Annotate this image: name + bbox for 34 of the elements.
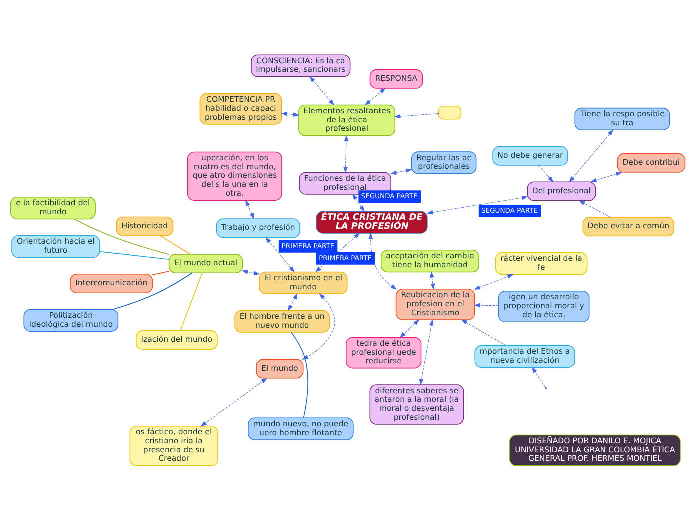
arrow [461, 319, 506, 346]
arrow [266, 236, 295, 272]
connector [160, 235, 191, 254]
arrow [364, 88, 386, 106]
arrow [288, 292, 298, 311]
connector [74, 218, 170, 255]
connector [291, 332, 308, 418]
arrow [419, 318, 434, 386]
node-box [438, 106, 462, 120]
arrow [344, 134, 349, 173]
arrow [430, 271, 436, 290]
node-box: ÉTICA CRISTIANA DE LA PROFESIÓN [316, 210, 428, 234]
arrow [352, 193, 365, 212]
arrow [302, 293, 336, 360]
arrow [426, 195, 528, 214]
arrow [590, 172, 622, 182]
arrow [474, 302, 500, 308]
arrow [538, 164, 554, 182]
connector [152, 270, 170, 275]
arrow [569, 129, 614, 182]
arrow [200, 378, 268, 426]
arrow [394, 112, 440, 118]
arrow [246, 199, 254, 220]
arrow [578, 200, 612, 218]
connector [180, 272, 203, 331]
connector [112, 272, 193, 310]
arrow [400, 319, 420, 338]
arrow [474, 274, 514, 290]
arrow [390, 168, 412, 175]
arrow [310, 76, 335, 106]
connector [100, 250, 170, 260]
arrow [242, 269, 260, 275]
arrow [532, 366, 546, 388]
arrow [281, 111, 300, 116]
